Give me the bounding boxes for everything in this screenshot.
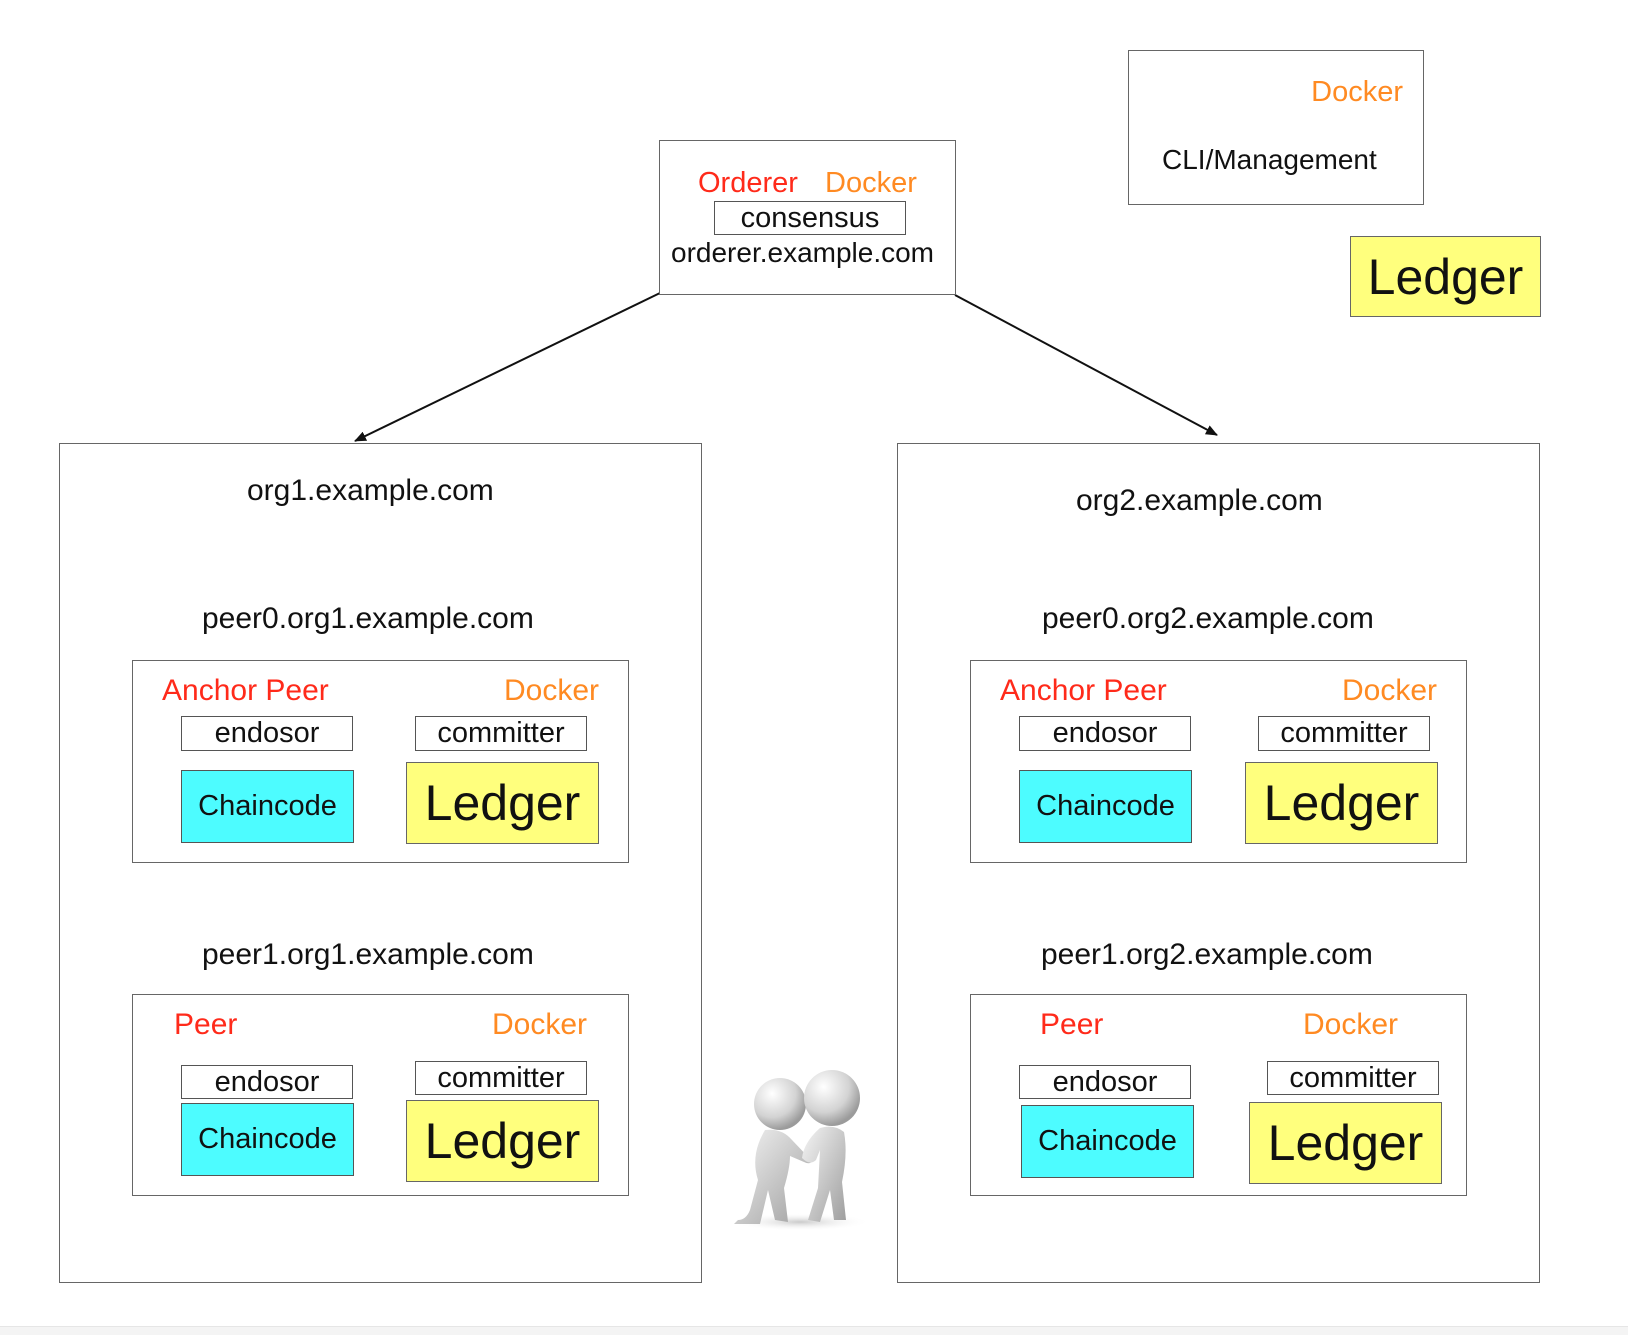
consensus-component: consensus xyxy=(714,201,906,235)
org1-peer0-ledger: Ledger xyxy=(406,762,599,844)
orderer-box: Orderer Docker consensus orderer.example… xyxy=(659,140,956,295)
cli-docker-label: Docker xyxy=(1311,76,1403,108)
org2-peer1-docker: Docker xyxy=(1302,1008,1398,1041)
org1-peer1-ledger: Ledger xyxy=(406,1100,599,1182)
org2-peer1-hostname: peer1.org2.example.com xyxy=(1041,938,1373,971)
org1-peer1-endorser: endosor xyxy=(181,1065,353,1099)
org1-peer1-docker: Docker xyxy=(491,1008,587,1041)
org2-peer1-role: Peer xyxy=(1040,1008,1104,1041)
arrow-to-org1 xyxy=(354,292,661,442)
orderer-role-label: Orderer xyxy=(698,167,798,199)
legend-ledger: Ledger xyxy=(1350,236,1541,317)
org2-peer1-box: Peer Docker endosor committer Chaincode … xyxy=(970,994,1467,1196)
org1-peer1-chaincode: Chaincode xyxy=(181,1103,354,1176)
page-bottom-bar xyxy=(0,1326,1628,1335)
org2-peer0-endorser: endosor xyxy=(1019,716,1191,751)
org2-name: org2.example.com xyxy=(1076,484,1323,517)
org2-peer0-docker: Docker xyxy=(1341,674,1437,707)
org2-peer0-committer: committer xyxy=(1258,716,1430,751)
org2-peer1-committer: committer xyxy=(1267,1061,1439,1095)
org1-peer1-role: Peer xyxy=(174,1008,238,1041)
org2-peer1-chaincode: Chaincode xyxy=(1021,1105,1194,1178)
cli-management-label: CLI/Management xyxy=(1162,144,1377,175)
org1-peer0-box: Anchor Peer Docker endosor committer Cha… xyxy=(132,660,629,863)
org1-peer1-hostname: peer1.org1.example.com xyxy=(202,938,534,971)
orderer-hostname: orderer.example.com xyxy=(671,237,935,268)
org1-peer1-committer: committer xyxy=(415,1061,587,1095)
org2-peer0-ledger: Ledger xyxy=(1245,762,1438,844)
org2-peer1-ledger: Ledger xyxy=(1249,1102,1442,1184)
org2-peer0-role: Anchor Peer xyxy=(1000,674,1167,707)
two-people-handshake-icon xyxy=(730,1070,870,1231)
org1-name: org1.example.com xyxy=(247,474,494,507)
org2-peer0-hostname: peer0.org2.example.com xyxy=(1042,602,1374,635)
arrow-to-org2 xyxy=(954,294,1218,436)
org1-peer0-hostname: peer0.org1.example.com xyxy=(202,602,534,635)
orderer-docker-label: Docker xyxy=(825,167,917,199)
org1-peer0-role: Anchor Peer xyxy=(162,674,329,707)
org2-peer1-endorser: endosor xyxy=(1019,1065,1191,1099)
org1-peer0-docker: Docker xyxy=(503,674,599,707)
org2-peer0-box: Anchor Peer Docker endosor committer Cha… xyxy=(970,660,1467,863)
cli-docker-box: Docker CLI/Management xyxy=(1128,50,1424,205)
org1-peer0-endorser: endosor xyxy=(181,716,353,751)
org1-peer0-chaincode: Chaincode xyxy=(181,770,354,843)
org2-peer0-chaincode: Chaincode xyxy=(1019,770,1192,843)
org1-peer1-box: Peer Docker endosor committer Chaincode … xyxy=(132,994,629,1196)
org1-peer0-committer: committer xyxy=(415,716,587,751)
